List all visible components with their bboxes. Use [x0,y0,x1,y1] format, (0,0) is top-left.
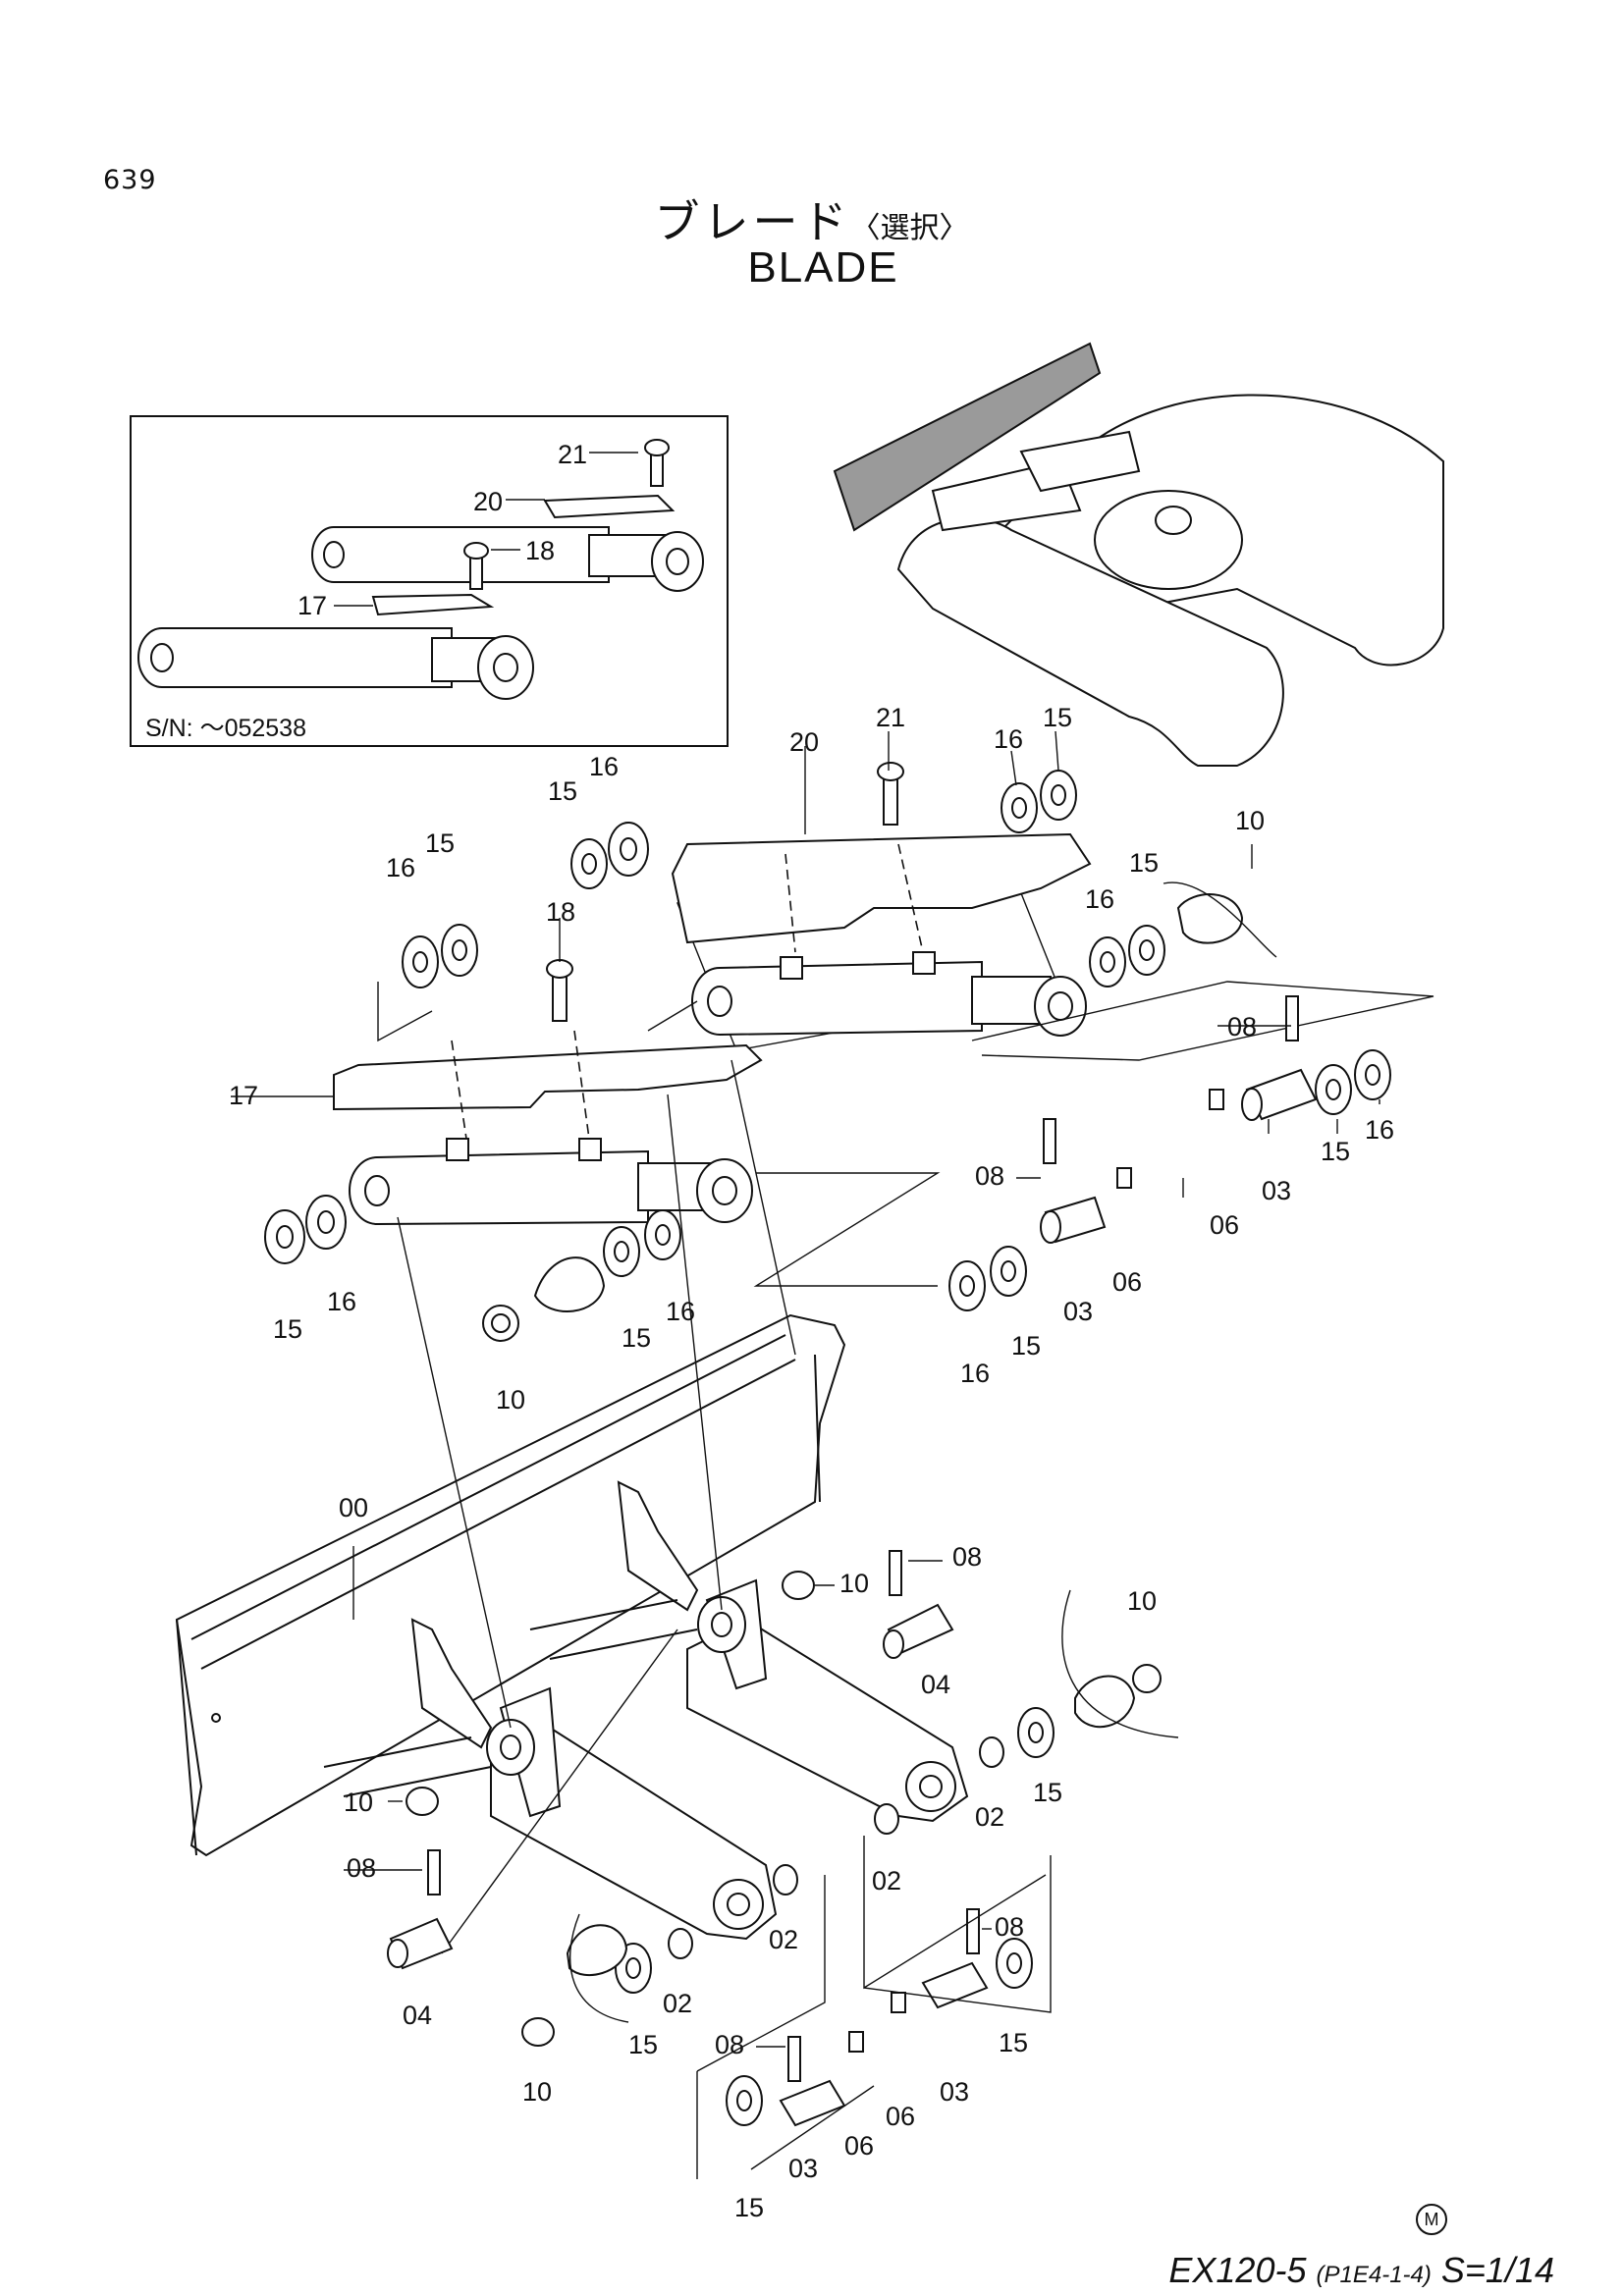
callout-10: 10 [839,1569,869,1598]
callout-15: 15 [1033,1778,1062,1807]
callout-02: 02 [975,1802,1004,1832]
overview-blade [833,342,1102,532]
callout-17: 17 [229,1081,258,1110]
callout-03: 03 [1063,1297,1093,1326]
callout-03: 03 [788,2154,818,2183]
callout-04: 04 [921,1670,950,1699]
cylinder-right [671,762,1092,1051]
callout-06: 06 [844,2131,874,2161]
cover-plate-20 [671,832,1092,944]
callout-16: 16 [327,1287,356,1316]
callout-15: 15 [273,1314,302,1344]
callout-16: 16 [589,752,619,781]
callout-00: 00 [339,1493,368,1522]
cylinder-left [333,959,763,1225]
callout-06: 06 [1112,1267,1142,1297]
callout-15: 15 [999,2028,1028,2057]
cover-plate-17 [333,1043,763,1111]
callout-03: 03 [1262,1176,1291,1205]
callout-08: 08 [1227,1012,1257,1041]
callout-labels: 21 20 18 17 21 20 16 15 10 15 16 15 16 1… [229,440,1394,2222]
callout-18: 18 [525,536,555,565]
bushings-02-10 [406,1571,1162,2126]
callout-15: 15 [1129,848,1159,878]
callout-10: 10 [1127,1586,1157,1616]
callout-08: 08 [347,1853,376,1883]
callout-15: 15 [622,1323,651,1353]
inset-bolt-21 [650,451,664,487]
inset-cylinder-upper [311,439,704,592]
callout-16: 16 [994,724,1023,754]
callout-20: 20 [789,727,819,757]
inset-serial-number: S/N: ～052538 [145,715,306,742]
callout-08: 08 [715,2030,744,2059]
callout-15: 15 [548,776,577,806]
callout-10: 10 [522,2077,552,2107]
callout-06: 06 [1210,1210,1239,1240]
inset-cover-20 [543,494,676,519]
blade-arms [486,1578,969,1941]
callout-08: 08 [975,1161,1004,1191]
callout-08: 08 [995,1912,1024,1942]
title-japanese-main: ブレード [654,195,851,248]
bolt-18 [552,971,568,1022]
callout-16: 16 [1365,1115,1394,1145]
callout-16: 16 [666,1297,695,1326]
callout-10: 10 [496,1385,525,1415]
callout-02: 02 [663,1989,692,2018]
inset-frame [130,415,729,747]
callout-10: 10 [1235,806,1265,835]
callout-17: 17 [298,591,327,620]
callout-20: 20 [473,487,503,516]
page-number: 639 [103,165,157,195]
callout-15: 15 [628,2030,658,2059]
callout-02: 02 [769,1925,798,1954]
m-mark-symbol: M [1416,2204,1447,2235]
title-english: BLADE [747,243,899,292]
footer-scale: S=1/14 [1440,2250,1554,2290]
callout-21: 21 [558,440,587,469]
pins-and-fittings [1040,995,1318,1244]
leader-lines [231,730,1380,2048]
callout-21: 21 [876,703,905,732]
callout-16: 16 [1085,884,1114,914]
title-japanese-sub: 〈選択〉 [850,211,969,245]
callout-02: 02 [872,1866,901,1896]
title-japanese: ブレード〈選択〉 [0,187,1623,251]
footer-model: EX120-5 [1168,2250,1307,2290]
inset-cylinder-lower [137,542,534,700]
callout-15: 15 [1011,1331,1041,1361]
footer-code: (P1E4-1-4) [1316,2262,1432,2288]
excavator-overview [833,342,1444,767]
footer-model-info: EX120-5 (P1E4-1-4) S=1/14 [1168,2250,1554,2291]
washers-15-16 [264,770,1391,1311]
callout-06: 06 [886,2102,915,2131]
callout-16: 16 [960,1359,990,1388]
callout-15: 15 [1043,703,1072,732]
callout-04: 04 [403,2001,432,2030]
inset-cover-17 [371,593,495,616]
callout-15: 15 [425,828,455,858]
callout-16: 16 [386,853,415,882]
blade-00 [175,1313,846,1857]
callout-15: 15 [734,2193,764,2222]
callout-15: 15 [1321,1137,1350,1166]
callout-10: 10 [344,1788,373,1817]
callout-08: 08 [952,1542,982,1572]
inset-bolt-18 [469,554,483,590]
callout-18: 18 [546,897,575,927]
callout-03: 03 [940,2077,969,2107]
lower-pins [387,1550,989,2127]
bolt-21 [883,774,898,826]
